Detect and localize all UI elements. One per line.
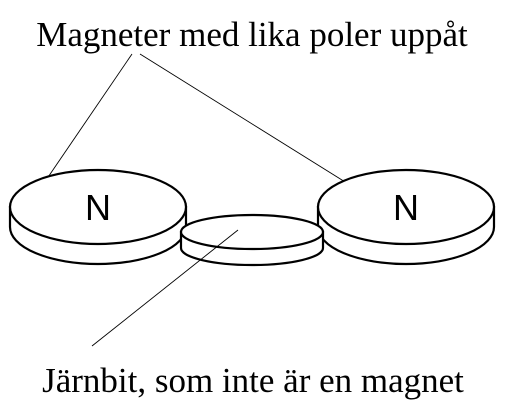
right-magnet-top	[316, 168, 496, 246]
left-magnet-pole-label: N	[85, 187, 111, 228]
right-magnet-pole-label: N	[393, 187, 419, 228]
leader-line-iron-piece	[91, 229, 239, 347]
leader-line-left-magnet	[41, 53, 133, 187]
iron-piece	[179, 213, 325, 267]
left-magnet-top	[8, 168, 188, 246]
bottom-label: Järnbit, som inte är en magnet	[42, 361, 464, 400]
leader-line-right-magnet	[139, 53, 359, 191]
left-magnet: N	[8, 168, 188, 266]
right-magnet: N	[316, 168, 496, 266]
iron-piece-top	[179, 213, 325, 251]
top-label: Magneter med lika poler uppåt	[36, 15, 468, 54]
